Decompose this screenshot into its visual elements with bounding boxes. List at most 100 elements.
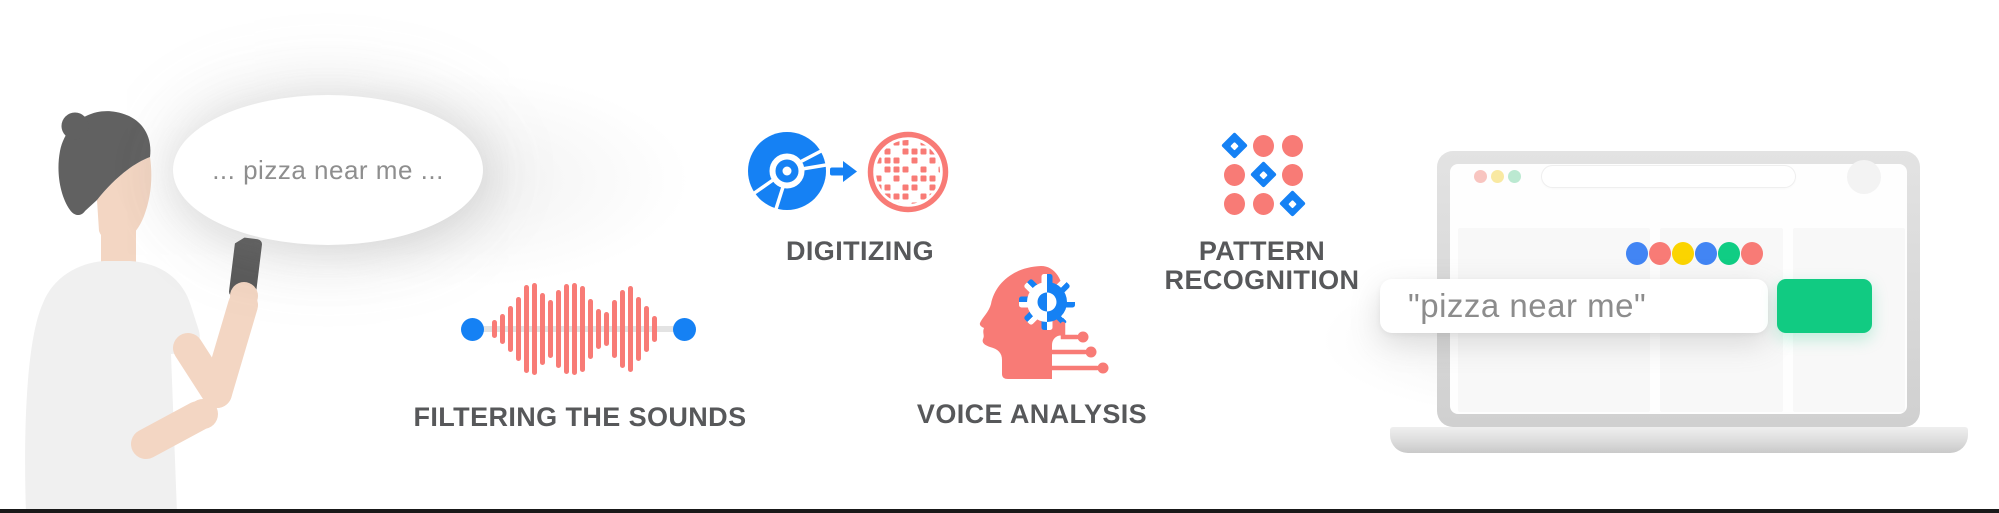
halftone-square [920,148,927,155]
halftone-square [929,184,936,191]
person-face [97,157,152,242]
halftone-square [902,166,909,173]
pattern-diamond-icon [1279,190,1306,217]
waveform-bar [540,293,545,365]
waveform-bar [532,283,537,375]
halftone-square [893,175,900,182]
browser-url-bar [1542,166,1795,187]
logo-dot [1649,242,1671,265]
halftone-square [911,184,918,191]
waveform-bar [604,312,609,346]
search-input-value: "pizza near me" [1408,287,1647,324]
halftone-square [902,140,909,146]
pattern-diamond-icon [1221,132,1248,159]
logo-dot [1626,242,1648,265]
label-pattern-recognition: PATTERN RECOGNITION [1165,237,1360,295]
logo-dot [1741,242,1763,265]
person-forearm [202,290,258,408]
halftone-square [884,148,891,155]
search-button[interactable] [1777,279,1872,333]
halftone-square [911,175,918,182]
logo-dot [1695,242,1717,265]
circuit-dots [1077,331,1109,374]
waveform-bar [612,300,617,358]
waveform-bar [516,297,521,361]
pattern-diamond-core [1230,141,1239,150]
pattern-diamond-core [1288,199,1297,208]
waveform-bar [596,309,601,349]
person-lower-arm [131,401,213,459]
waveform-bar [652,316,657,342]
halftone-square [911,148,918,155]
traffic-light-dot [1491,170,1504,183]
waveform-bar [588,299,593,359]
halftone-square [884,166,891,173]
waveform-bar [548,300,553,358]
label-pattern-line1: PATTERN [1198,236,1326,266]
bottom-border-line [0,509,1999,513]
halftone-square [911,157,918,164]
waveform-bar [628,286,633,372]
laptop-base [1390,427,1968,453]
pattern-circle-icon [1282,163,1303,186]
avatar [1847,160,1881,194]
voice-analysis-icon [979,266,1109,379]
waveform-bar [508,306,513,352]
halftone-square [893,157,900,164]
waveform-bar [580,286,585,372]
digitizing-icons [748,131,949,213]
label-digitizing: DIGITIZING [786,236,934,266]
waveform-bar [556,290,561,368]
audio-waveform [450,283,710,375]
pattern-circle-icon [1253,134,1274,157]
waveform-endpoint-left [460,317,484,341]
halftone-square [920,193,927,200]
waveform-bar [572,283,577,375]
halftone-square [902,184,909,191]
pattern-circle-icon [1224,192,1245,215]
halftone-square [920,166,927,173]
halftone-circle-icon [867,131,949,213]
waveform-bar [620,290,625,368]
traffic-light-dot [1474,170,1487,183]
logo-dot [1672,242,1694,265]
waveform-endpoint-right [672,317,696,341]
logo-dot [1718,242,1740,265]
waveform-track-line [472,326,684,332]
cd-disc-icon [748,132,827,210]
halftone-square [893,193,900,200]
label-pattern-line2: RECOGNITION [1164,265,1360,295]
search-engine-logo-dots [1626,242,1764,265]
pattern-diamond-icon [1250,161,1277,188]
label-voice-analysis: VOICE ANALYSIS [916,399,1148,429]
search-input[interactable]: "pizza near me" [1380,279,1768,333]
waveform-bar [492,320,497,338]
arrow-right-icon [830,161,857,182]
circuit-traces-icon [1047,321,1100,371]
halftone-square [902,193,909,200]
pattern-circle-icon [1282,134,1303,157]
halftone-square [884,157,891,164]
pattern-circle-icon [1224,163,1245,186]
waveform-bar [524,285,529,373]
waveform-bar [500,314,505,344]
halftone-square [902,148,909,155]
waveform-bar [644,306,649,352]
waveform-bars [492,283,657,375]
pattern-circle-icon [1253,192,1274,215]
person-fist [188,399,218,429]
speech-bubble-text: ... pizza near me ... [212,154,444,185]
person-torso [25,261,200,513]
person-illustration [25,111,262,513]
label-filtering-the-sounds: FILTERING THE SOUNDS [413,402,747,432]
pattern-recognition-grid [1220,131,1307,218]
pattern-diamond-core [1259,170,1268,179]
traffic-light-dot [1508,170,1521,183]
person-hand [230,282,258,310]
halftone-square [929,157,936,164]
person-hair-bun [61,112,89,140]
halftone-square [884,184,891,191]
waveform-bar [636,297,641,361]
halftone-square [920,175,927,182]
